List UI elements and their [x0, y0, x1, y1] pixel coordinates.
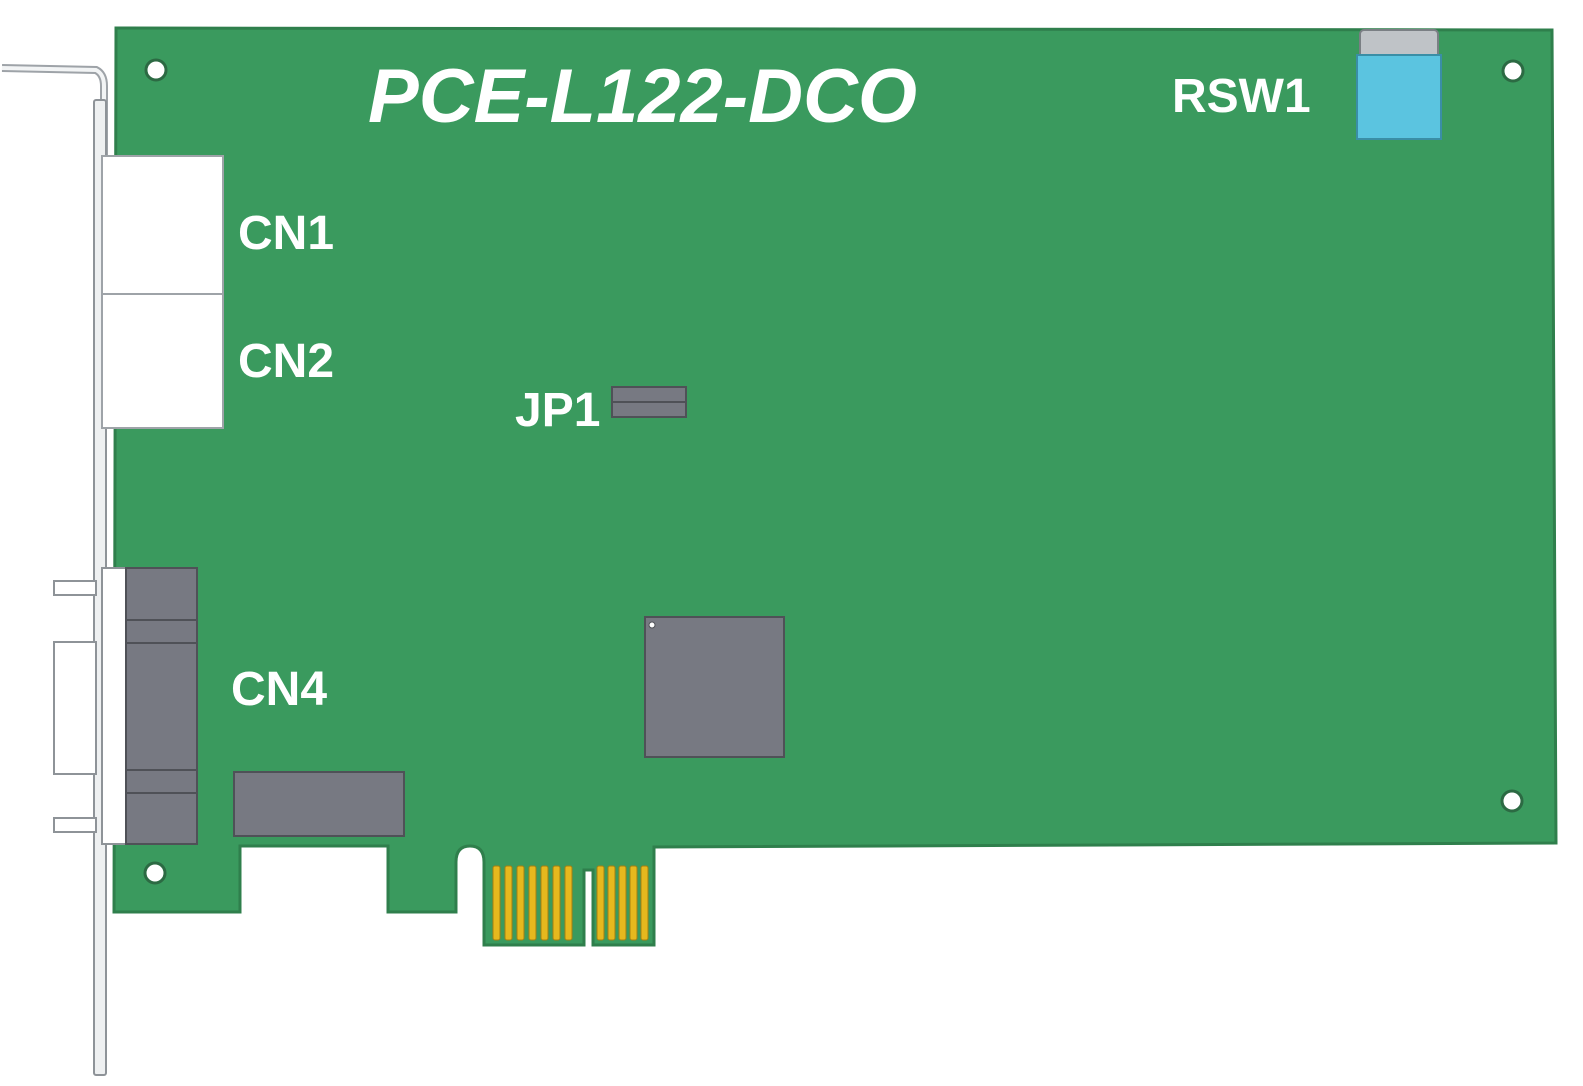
gold-finger	[596, 865, 605, 941]
jp1-label: JP1	[515, 384, 600, 437]
gold-finger	[607, 865, 616, 941]
gold-finger	[504, 865, 513, 941]
cn1-label: CN1	[238, 207, 334, 260]
gold-finger	[492, 865, 501, 941]
cn4-label: CN4	[231, 663, 327, 716]
mounting-holes	[143, 58, 1525, 885]
mounting-hole-right	[1500, 789, 1524, 813]
mounting-hole-bottom-left	[143, 861, 167, 885]
mounting-hole-top-right	[1501, 59, 1525, 83]
jp1-jumper	[611, 386, 687, 418]
gold-finger	[516, 865, 525, 941]
board-model-title: PCE-L122-DCO	[368, 54, 917, 139]
gold-finger	[640, 865, 649, 941]
gold-finger	[528, 865, 537, 941]
mounting-hole-top-left	[144, 58, 168, 82]
pcie-gold-fingers	[492, 865, 649, 941]
pcb-substrate	[112, 26, 1558, 947]
cn4-dsub-connector	[53, 567, 198, 845]
gold-finger	[618, 865, 627, 941]
gold-finger	[629, 865, 638, 941]
gold-finger	[540, 865, 549, 941]
component-block	[233, 771, 405, 837]
rsw1-rotary-switch	[1356, 29, 1442, 140]
main-ic-chip	[644, 616, 785, 758]
cn2-connector	[101, 293, 224, 429]
mounting-bracket	[1, 64, 108, 1076]
cn1-connector	[101, 155, 224, 295]
rsw1-label: RSW1	[1172, 70, 1311, 123]
gold-finger	[552, 865, 561, 941]
gold-finger	[564, 865, 573, 941]
cn2-label: CN2	[238, 335, 334, 388]
